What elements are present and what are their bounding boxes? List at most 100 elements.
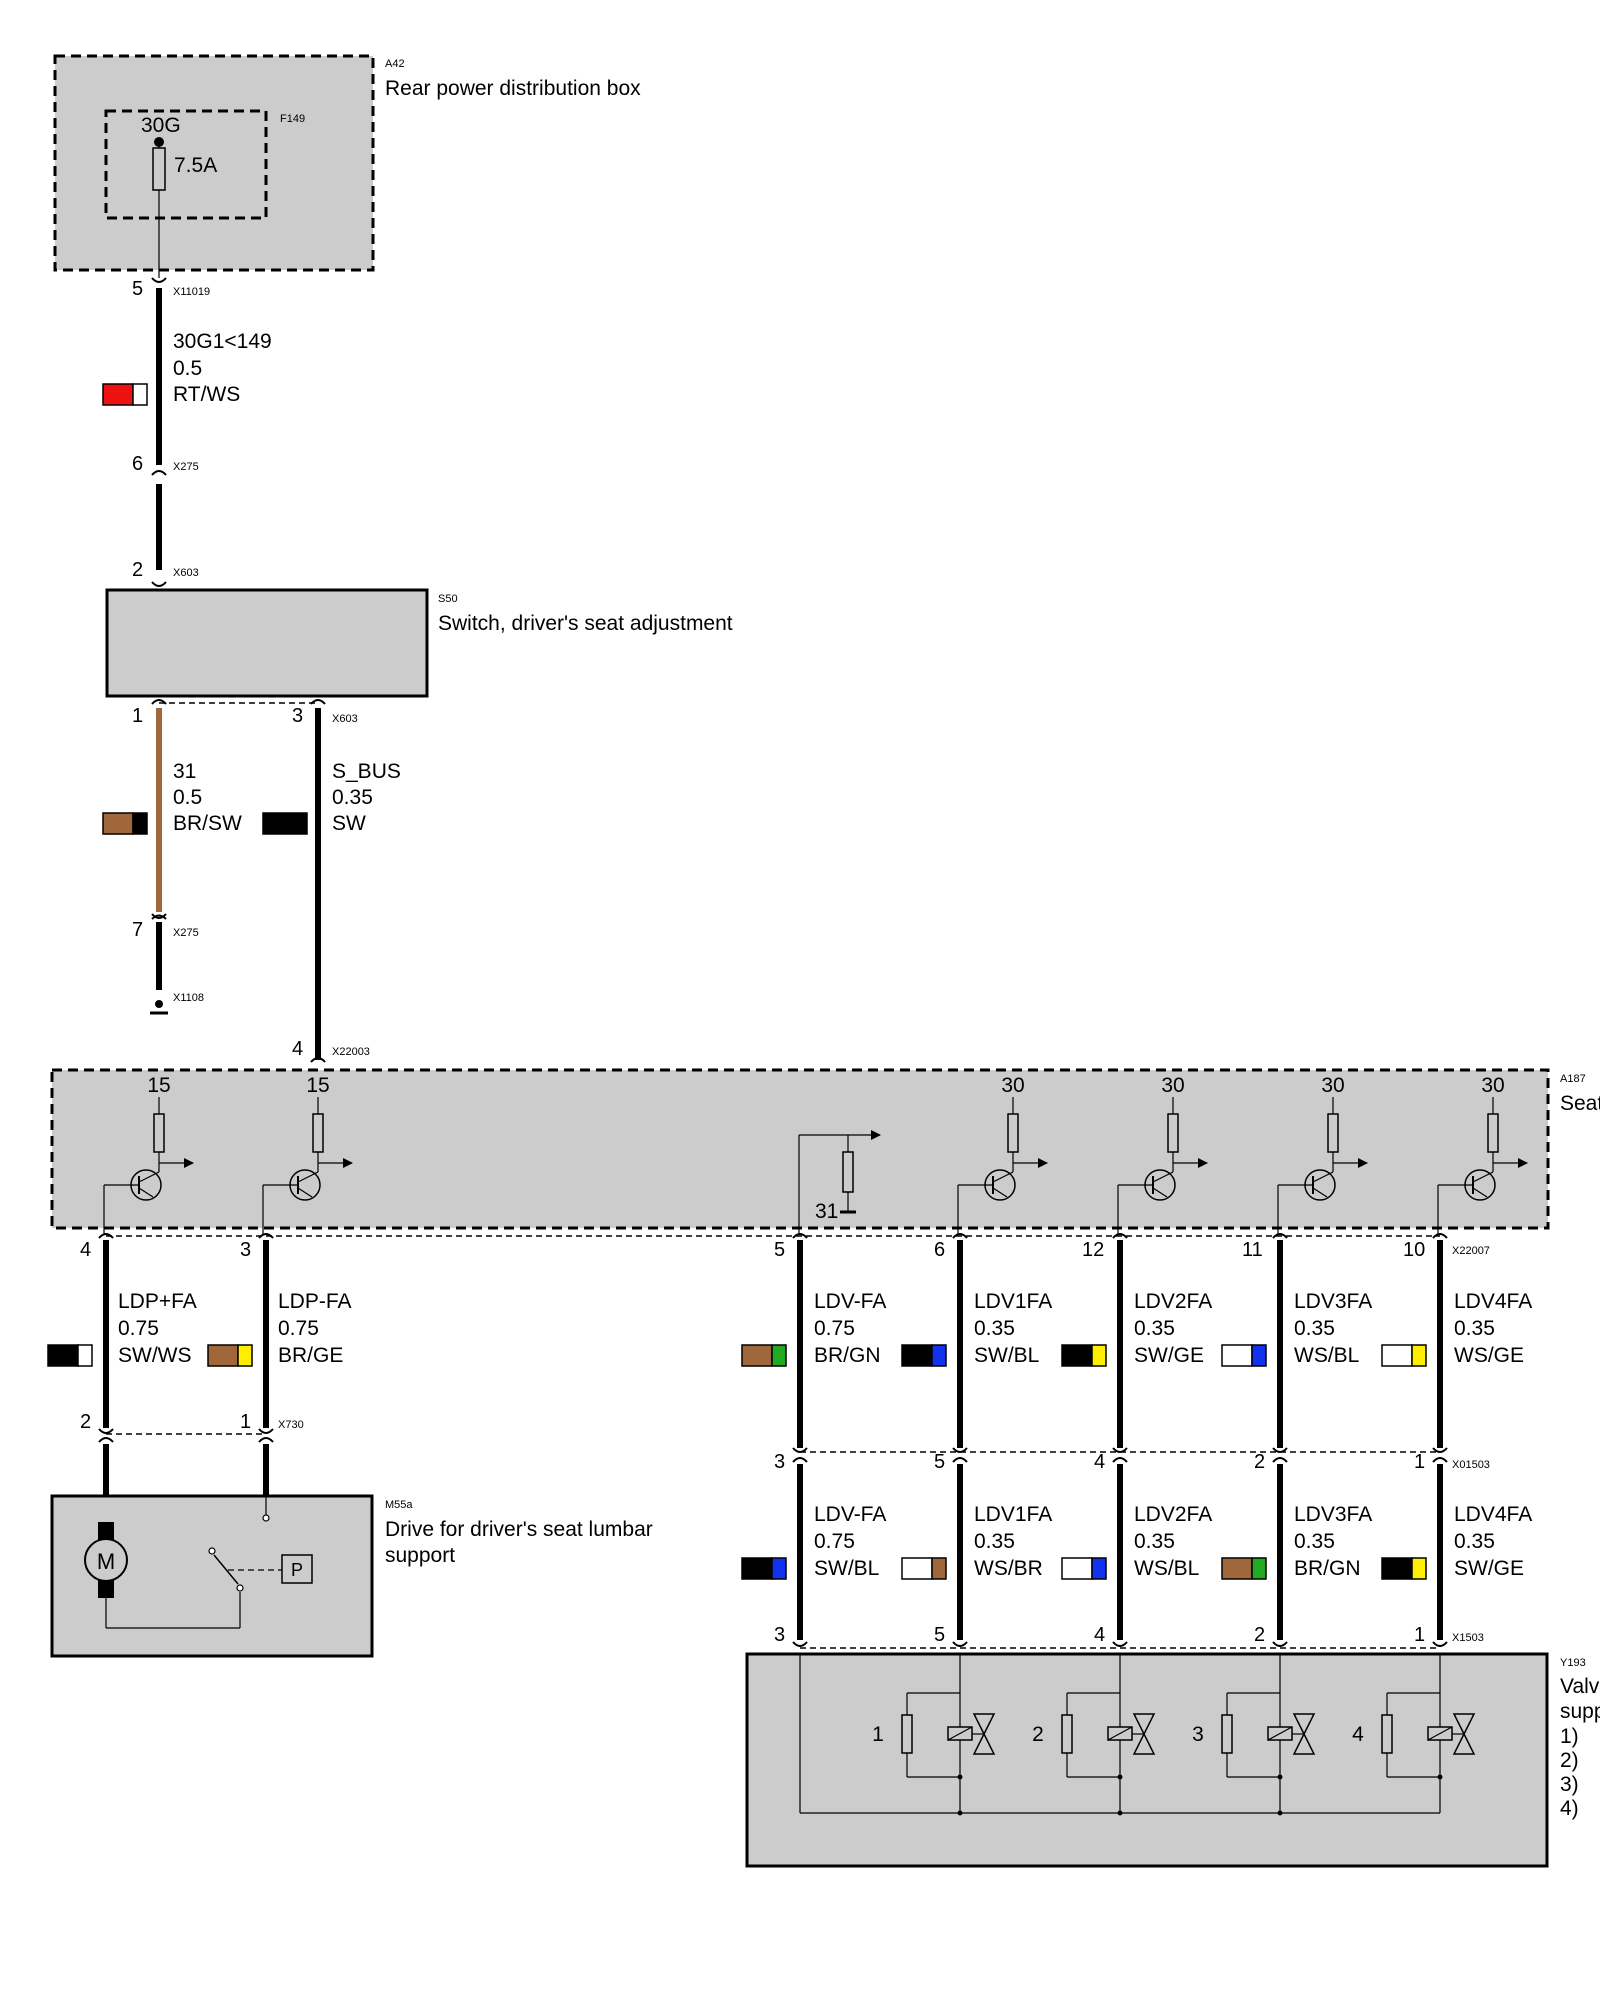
pin-label: 2 <box>1254 1624 1265 1646</box>
connector-x603-label: X603 <box>173 567 199 579</box>
wire-size: 0.35 <box>974 1317 1015 1340</box>
wire-size: 0.35 <box>1454 1317 1495 1340</box>
wire-color-swatch <box>1381 1557 1427 1580</box>
wire-color-swatch <box>47 1344 93 1367</box>
pin-label: 6 <box>934 1239 945 1261</box>
m55a-id-label: M55a <box>385 1499 413 1511</box>
wire-color-swatch <box>1221 1557 1267 1580</box>
connector-x275-label: X275 <box>173 927 199 939</box>
s50-name-label: Switch, driver's seat adjustment <box>438 612 733 635</box>
wire-color: SW/GE <box>1454 1557 1524 1580</box>
wire-color-swatch <box>901 1344 947 1367</box>
valve-number: 2 <box>1032 1723 1044 1746</box>
wire-size: 0.35 <box>1454 1530 1495 1553</box>
wire-31-ground: 1 31 0.5 BR/SW 7 X275 X1108 <box>102 705 242 1015</box>
wire-ldv-fa-2: LDV-FA 0.75 SW/BL <box>741 1464 886 1640</box>
wire-color-swatch <box>262 812 308 835</box>
pin-label: 1 <box>240 1411 251 1433</box>
wire-name: LDV4FA <box>1454 1503 1532 1526</box>
pin-label: 11 <box>1242 1239 1263 1261</box>
output-transistor: 15 <box>262 1074 353 1235</box>
wire-size: 0.75 <box>814 1317 855 1340</box>
wire-s-bus: 3 X603 S_BUS 0.35 SW 4 X22003 <box>262 705 401 1063</box>
wire-color: SW/WS <box>118 1344 192 1367</box>
wire-name: LDV-FA <box>814 1503 886 1526</box>
terminal-label: 30 <box>1481 1074 1504 1097</box>
wire-color: BR/GE <box>278 1344 343 1367</box>
pin-label: 4 <box>292 1038 303 1060</box>
wire-ldv-fa: LDV-FA 0.75 BR/GN <box>741 1233 886 1448</box>
wire-size: 0.35 <box>1294 1317 1335 1340</box>
terminal-label: 15 <box>147 1074 170 1097</box>
valve-number: 4 <box>1352 1723 1364 1746</box>
m55a-name-label-2: support <box>385 1544 455 1567</box>
m55a-name-label: Drive for driver's seat lumbar <box>385 1518 653 1541</box>
wire-color-swatch <box>102 812 148 835</box>
ground-terminal-label: 31 <box>815 1200 838 1223</box>
connector-x275-label: X275 <box>173 461 199 473</box>
connector-x01503-label: X01503 <box>1452 1459 1490 1471</box>
output-transistor: 30 <box>957 1074 1048 1235</box>
pin-label: 3 <box>774 1451 785 1473</box>
wire-size: 0.35 <box>1294 1530 1335 1553</box>
solenoid-valve-icon: 4 <box>1352 1654 1476 1813</box>
wire-color-swatch <box>207 1344 253 1367</box>
pin-label: 5 <box>132 278 143 300</box>
wire-name: LDV3FA <box>1294 1503 1372 1526</box>
pin-label: 4 <box>1094 1624 1105 1646</box>
wire-ldv2fa: LDV2FA 0.35 SW/GE <box>1061 1233 1212 1448</box>
pin-label: 6 <box>132 453 143 475</box>
connector-x22007-label: X22007 <box>1452 1245 1490 1257</box>
wire-color: BR/SW <box>173 812 242 835</box>
wire-ldv4fa-2: LDV4FA 0.35 SW/GE <box>1381 1464 1532 1640</box>
wire-name: S_BUS <box>332 760 401 783</box>
wire-color-swatch <box>1381 1344 1427 1367</box>
s50-switch-module: S50 Switch, driver's seat adjustment <box>105 588 733 705</box>
pin-label: 3 <box>774 1624 785 1646</box>
wire-name: LDV3FA <box>1294 1290 1372 1313</box>
wire-color: RT/WS <box>173 383 240 406</box>
wire-color: SW/BL <box>814 1557 879 1580</box>
output-transistor: 30 <box>1437 1074 1528 1235</box>
wire-color-swatch <box>741 1344 787 1367</box>
wire-size: 0.5 <box>173 786 202 809</box>
pin-label: 1 <box>1414 1451 1425 1473</box>
terminal-label: 30 <box>1321 1074 1344 1097</box>
connector-x1108-label: X1108 <box>173 992 204 1004</box>
wire-color: WS/BL <box>1294 1344 1359 1367</box>
f149-rating-label: 7.5A <box>174 154 217 177</box>
wire-ldp-minus: LDP-FA 0.75 BR/GE <box>207 1233 352 1428</box>
connector-x22003-label: X22003 <box>332 1046 370 1058</box>
wire-size: 0.35 <box>1134 1530 1175 1553</box>
f149-terminal-label: 30G <box>141 114 181 137</box>
pin-label: 4 <box>1094 1451 1105 1473</box>
wire-color: WS/GE <box>1454 1344 1524 1367</box>
terminal-label: 30 <box>1001 1074 1024 1097</box>
wire-color-swatch <box>741 1557 787 1580</box>
connector-x11019-label: X11019 <box>173 286 210 298</box>
wire-color-swatch <box>1061 1557 1107 1580</box>
pin-label: 2 <box>132 559 143 581</box>
a187-id-label: A187 <box>1560 1073 1586 1085</box>
wire-ldv3fa: LDV3FA 0.35 WS/BL <box>1221 1233 1372 1448</box>
pull-down-resistor: 31 <box>798 1130 881 1235</box>
pin-label: 5 <box>934 1451 945 1473</box>
wire-name: LDV2FA <box>1134 1290 1212 1313</box>
a42-power-distribution-box: A42 Rear power distribution box F149 30G… <box>53 54 641 278</box>
valve-number: 1 <box>872 1723 884 1746</box>
wire-ldv4fa: LDV4FA 0.35 WS/GE <box>1381 1233 1532 1448</box>
wire-color: BR/GN <box>1294 1557 1361 1580</box>
connector-x730-label: X730 <box>278 1419 304 1431</box>
output-transistor: 15 <box>103 1074 194 1235</box>
s50-id-label: S50 <box>438 593 458 605</box>
wire-color-swatch <box>1221 1344 1267 1367</box>
a187-name-label: Seat <box>1560 1092 1600 1115</box>
wire-size: 0.5 <box>173 357 202 380</box>
connector-x603-label: X603 <box>332 713 358 725</box>
wire-size: 0.75 <box>278 1317 319 1340</box>
svg-text:M: M <box>97 1549 115 1574</box>
wire-color-swatch <box>901 1557 947 1580</box>
connector-x01503: 3 5 4 2 1 X01503 <box>774 1447 1490 1473</box>
connector-x22007: X22007 4 3 5 6 12 11 10 <box>80 1235 1490 1261</box>
y193-name-label-2: supp <box>1560 1700 1600 1723</box>
